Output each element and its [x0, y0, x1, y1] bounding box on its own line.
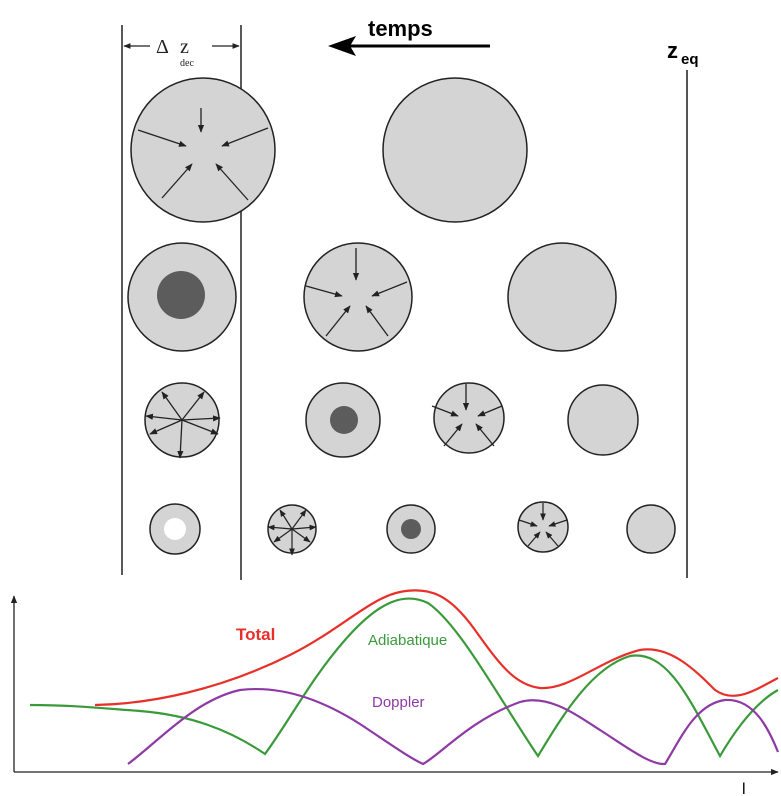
row-1-compressing-circle [130, 77, 276, 223]
delta-subscript: dec [180, 58, 194, 69]
row-4-rarefied-circle [149, 503, 201, 555]
row-2-compressed-core-circle [127, 242, 237, 352]
adiabatique-series-line [29, 597, 779, 759]
row-2-compressing-circle [303, 242, 413, 352]
total-series-line [94, 589, 779, 707]
zeq-subscript: eq [681, 51, 699, 68]
row-2-uniform-circle [507, 242, 617, 352]
adiabatique-series-label: Adiabatique [368, 632, 447, 649]
row-4-expanding-circle [267, 504, 317, 556]
total-series-label: Total [236, 625, 275, 644]
row-3-compressed-core-circle [305, 382, 381, 458]
delta-variable: z [180, 36, 189, 58]
row-4-uniform-circle [626, 504, 676, 554]
doppler-series-label: Doppler [372, 694, 425, 711]
zeq-label: z [667, 38, 678, 63]
time-label: temps [368, 16, 433, 41]
delta-symbol: Δ [156, 36, 169, 58]
row-4-compressing-circle [517, 501, 569, 553]
row-3-compressing-circle [431, 382, 505, 454]
row-4-compressed-core-circle [386, 504, 436, 554]
row-3-uniform-circle [567, 384, 639, 456]
time-arrow-head [328, 36, 356, 56]
row-3-expanding-circle [144, 382, 221, 459]
row-1-uniform-circle [382, 77, 528, 223]
doppler-series-line [127, 688, 780, 766]
x-axis-label: l [742, 781, 746, 796]
